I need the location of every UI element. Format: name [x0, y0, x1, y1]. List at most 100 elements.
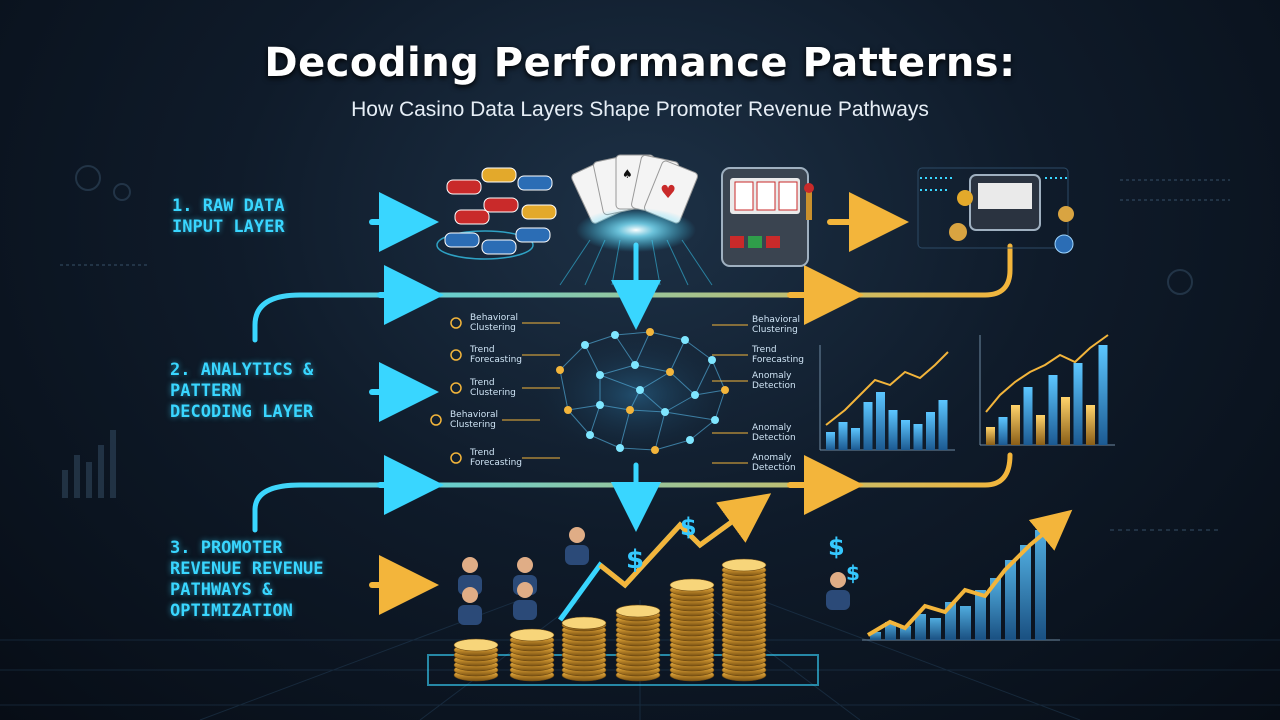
playing-cards-icon: ♥ ♠	[571, 154, 699, 224]
brain-node	[596, 371, 604, 379]
bar-chart-gold-icon	[979, 334, 1115, 446]
brain-label-left: Forecasting	[470, 458, 522, 468]
arrow-loop-1	[252, 243, 1013, 343]
brain-label-left: Trend	[469, 345, 495, 355]
layer-2-label: 2. ANALYTICS & PATTERN DECODING LAYER	[170, 360, 314, 422]
person-body	[565, 545, 589, 565]
brain-link	[567, 404, 601, 411]
chart-bar	[986, 427, 995, 445]
chart-bar	[900, 626, 911, 640]
brain-link	[664, 411, 716, 421]
chart-bar	[1005, 560, 1016, 640]
brain-node	[596, 401, 604, 409]
brain-label-left: Forecasting	[470, 355, 522, 365]
brain-link	[599, 374, 641, 391]
brain-node	[711, 416, 719, 424]
brain-label-left: Clustering	[470, 323, 516, 333]
svg-text:♥: ♥	[660, 182, 676, 203]
chart-bar	[1048, 375, 1058, 445]
casino-chips-icon	[436, 167, 557, 260]
chart-bar	[1036, 415, 1045, 445]
brain-label-right: Anomaly	[752, 453, 792, 463]
layer-3-label: 3. PROMOTER REVENUE REVENUE PATHWAYS & O…	[170, 538, 324, 621]
brain-link	[714, 389, 726, 421]
background-circuit-left	[60, 165, 150, 498]
person-body	[826, 590, 850, 610]
data-burst-glow	[576, 208, 696, 252]
brain-node	[721, 386, 729, 394]
brain-node	[631, 361, 639, 369]
chart-bar	[1061, 397, 1070, 445]
chart-bar	[998, 417, 1008, 445]
brain-link	[589, 404, 601, 436]
brain-label-right: Forecasting	[752, 355, 804, 365]
svg-text:♠: ♠	[622, 167, 633, 181]
coin-top	[509, 628, 555, 642]
brain-label-left: Clustering	[470, 388, 516, 398]
chart-bar	[1011, 405, 1020, 445]
brain-node	[636, 386, 644, 394]
coin-stack-icon	[453, 558, 767, 682]
brain-label-right: Anomaly	[752, 423, 792, 433]
coin-top	[721, 558, 767, 572]
person-icon	[462, 587, 478, 603]
chart-bar	[915, 614, 926, 640]
chart-bar	[1035, 530, 1046, 640]
chart-bar	[1073, 363, 1083, 445]
background-circuit-right	[1110, 179, 1230, 531]
brain-label-left: Behavioral	[470, 313, 518, 323]
slot-machine-icon	[721, 167, 814, 267]
brain-link	[619, 409, 631, 449]
brain-node	[681, 336, 689, 344]
label-bullet-icon	[450, 317, 462, 329]
chart-bar	[1020, 545, 1031, 640]
brain-node	[651, 446, 659, 454]
coin-top	[561, 616, 607, 630]
flow-arrows	[252, 192, 1013, 615]
brain-link	[614, 331, 651, 336]
brain-link	[689, 419, 716, 441]
coin-top	[669, 578, 715, 592]
coin-top	[615, 604, 661, 618]
dollar-icon-2: $	[680, 513, 697, 541]
person-icon	[517, 582, 533, 598]
layer-1-label: 1. RAW DATA INPUT LAYER	[172, 196, 285, 237]
brain-link	[654, 411, 666, 451]
brain-label-left: Clustering	[450, 420, 496, 430]
brain-link	[599, 364, 636, 376]
brain-label-right: Detection	[752, 381, 796, 391]
brain-label-left: Behavioral	[450, 410, 498, 420]
bar-chart-icon	[819, 345, 955, 451]
brain-label-right: Detection	[752, 463, 796, 473]
brain-link	[614, 334, 636, 366]
brain-link	[669, 339, 686, 373]
brain-link	[639, 371, 671, 391]
page-title: Decoding Performance Patterns:	[264, 40, 1016, 86]
chart-bar	[945, 602, 956, 640]
brain-link	[559, 369, 569, 411]
label-bullet-icon	[450, 349, 462, 361]
brain-link	[639, 389, 666, 413]
brain-link	[599, 404, 631, 411]
brain-link	[567, 409, 591, 436]
brain-link	[684, 339, 713, 361]
brain-link	[584, 334, 616, 346]
chart-bar	[1098, 345, 1108, 445]
brain-node	[616, 444, 624, 452]
chart-bar	[870, 632, 881, 640]
label-bullet-icon	[450, 382, 462, 394]
brain-nodes	[556, 328, 729, 454]
chart-bar	[901, 420, 910, 450]
brain-link	[559, 344, 586, 371]
chart-bar	[888, 410, 898, 450]
brain-node	[666, 368, 674, 376]
chart-trend-line	[825, 351, 949, 426]
brain-network-icon	[526, 325, 746, 465]
chart-bar	[876, 392, 885, 450]
brain-label-right: Behavioral	[752, 315, 800, 325]
brain-node	[581, 341, 589, 349]
brain-node	[556, 366, 564, 374]
person-icon	[462, 557, 478, 573]
brain-label-right: Detection	[752, 433, 796, 443]
person-icon-group	[458, 527, 850, 625]
